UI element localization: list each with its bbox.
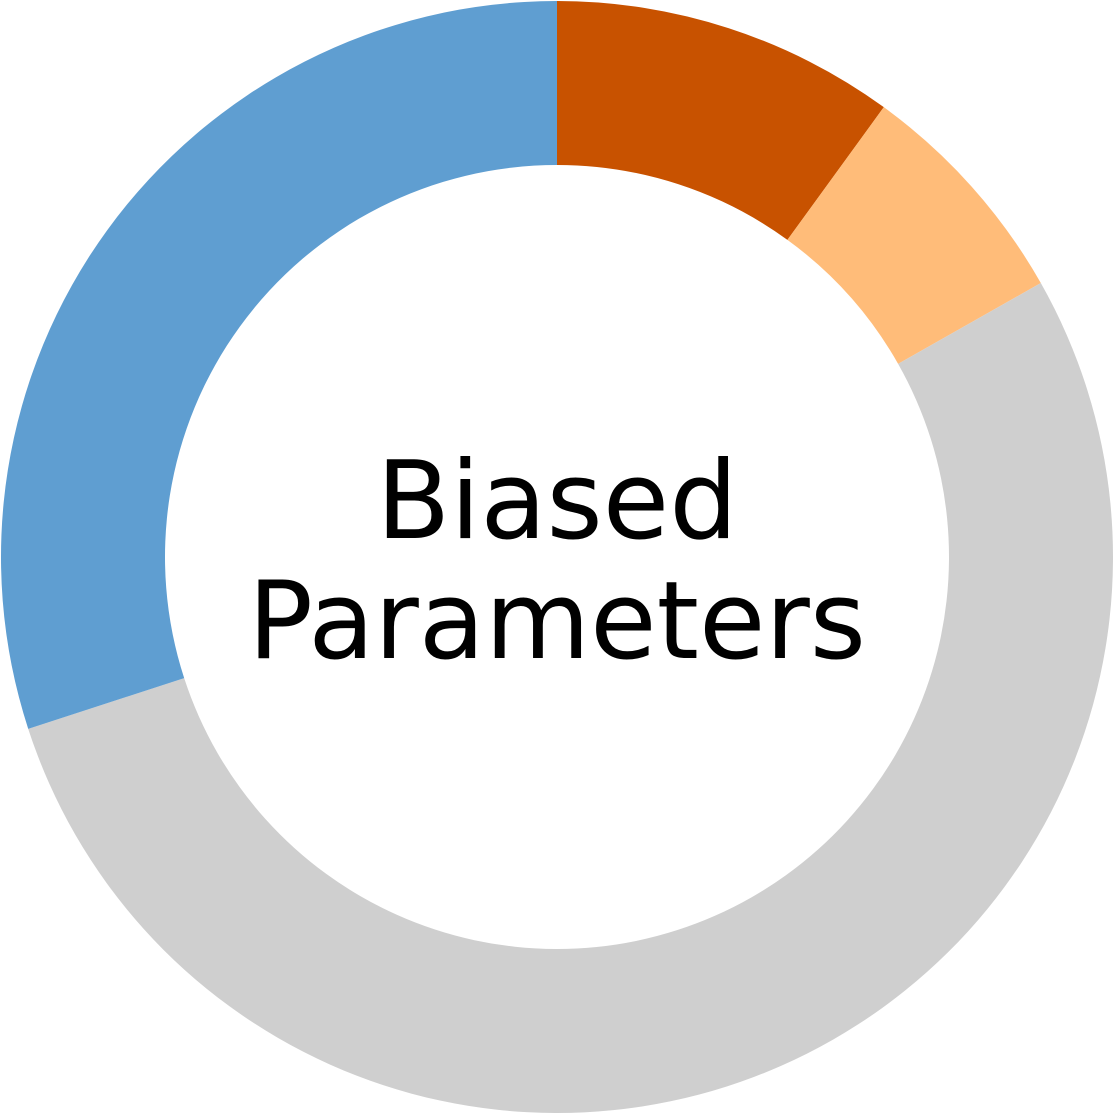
donut-slice-1 (557, 1, 884, 240)
center-label-line-2: Parameters (247, 559, 867, 684)
donut-slice-2 (787, 107, 1041, 364)
center-label-line-1: Biased (376, 439, 738, 564)
donut-slice-3 (28, 283, 1113, 1113)
donut-slice-4 (0, 1, 558, 729)
